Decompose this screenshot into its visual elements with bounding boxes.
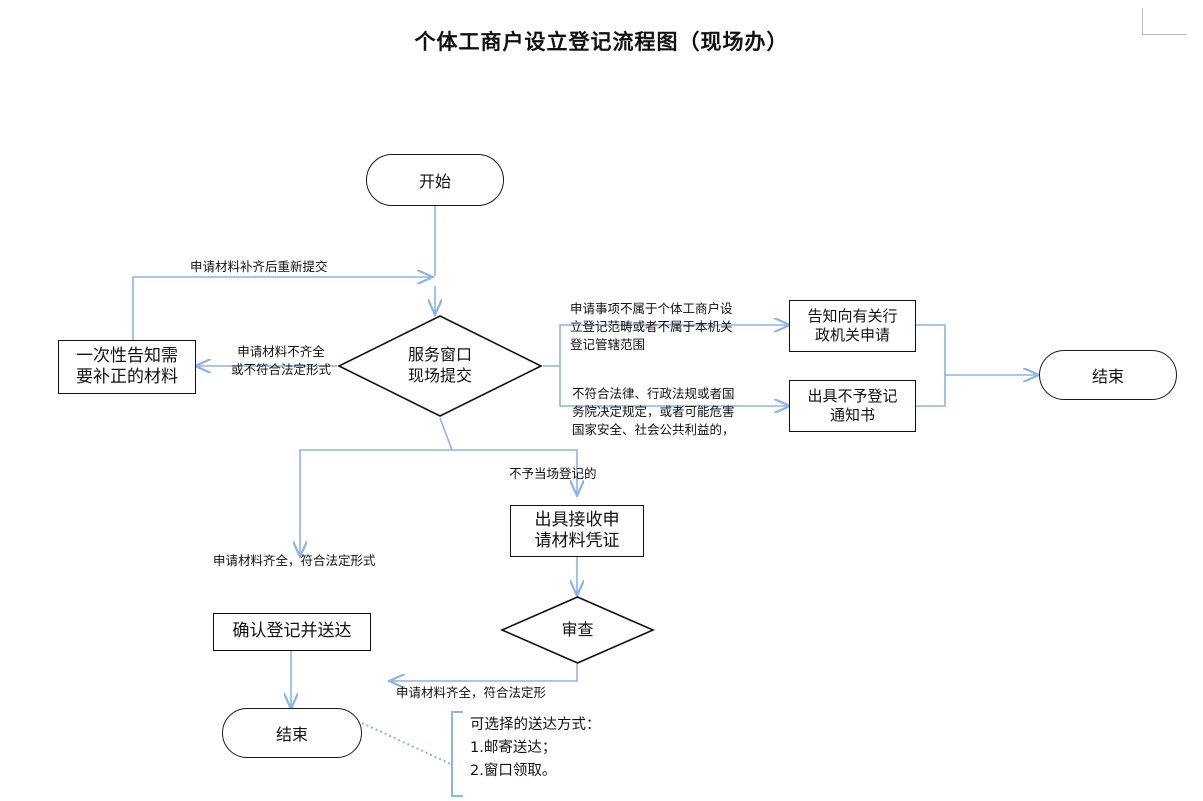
node-start[interactable]: 开始 [366,154,504,206]
edge-label-illegal: 不符合法律、行政法规或者国 务院决定规定，或者可能危害 国家安全、社会公共利益的… [572,386,735,438]
wire-bottom-stub [439,417,453,451]
note-bracket [451,711,463,797]
page-corner-mark [1142,8,1187,35]
node-refusal-notice[interactable]: 出具不予登记 通知书 [789,380,916,432]
edge-label-not-onsite: 不予当场登记的 [509,466,597,481]
node-submit-decision-label: 服务窗口 现场提交 [407,345,472,385]
node-confirm-register-label: 确认登记并送达 [232,621,352,642]
node-end-right-label: 结束 [1091,367,1124,386]
wire-merge-bottom [916,375,946,407]
node-receipt-voucher[interactable]: 出具接收申 请材料凭证 [510,505,644,557]
page-title: 个体工商户设立登记流程图（现场办） [414,29,789,54]
diamond-shape-review [500,596,655,664]
wire-merge-top [916,324,946,375]
node-review-decision[interactable]: 审查 [500,595,655,665]
edge-label-resubmit: 申请材料补齐后重新提交 [190,259,328,274]
node-confirm-register[interactable]: 确认登记并送达 [213,613,371,651]
node-start-label: 开始 [418,172,451,191]
node-receipt-voucher-label: 出具接收申 请材料凭证 [534,509,620,551]
edge-label-out-of-scope: 申请事项不属于个体工商户设 立登记范畴或者不属于本机关 登记管辖范围 [570,301,733,353]
node-refusal-notice-label: 出具不予登记 通知书 [807,387,898,424]
node-inform-other-agency-label: 告知向有关行 政机关申请 [807,307,898,344]
node-end-bottom-label: 结束 [275,725,308,744]
node-inform-other-agency[interactable]: 告知向有关行 政机关申请 [789,300,916,352]
delivery-options-note: 可选择的送达方式： 1.邮寄送达； 2.窗口领取。 [470,717,601,780]
edge-label-complete-review: 申请材料齐全，符合法定形 [396,685,547,700]
node-end-bottom[interactable]: 结束 [222,708,362,758]
node-submit-decision[interactable]: 服务窗口 现场提交 [337,314,543,418]
edge-label-incomplete: 申请材料不齐全 或不符合法定形式 [230,344,331,378]
wire-review-complete [390,664,578,681]
node-end-right[interactable]: 结束 [1039,350,1177,400]
diamond-shape-submit [337,315,543,417]
edge-label-complete-left: 申请材料齐全，符合法定形式 [213,553,376,568]
node-one-time-notice[interactable]: 一次性告知需 要补正的材料 [58,340,196,394]
node-review-decision-label: 审查 [561,619,594,639]
wire-note-leader [361,722,454,766]
wire-complete-left [300,449,452,556]
node-one-time-notice-label: 一次性告知需 要补正的材料 [76,345,178,387]
